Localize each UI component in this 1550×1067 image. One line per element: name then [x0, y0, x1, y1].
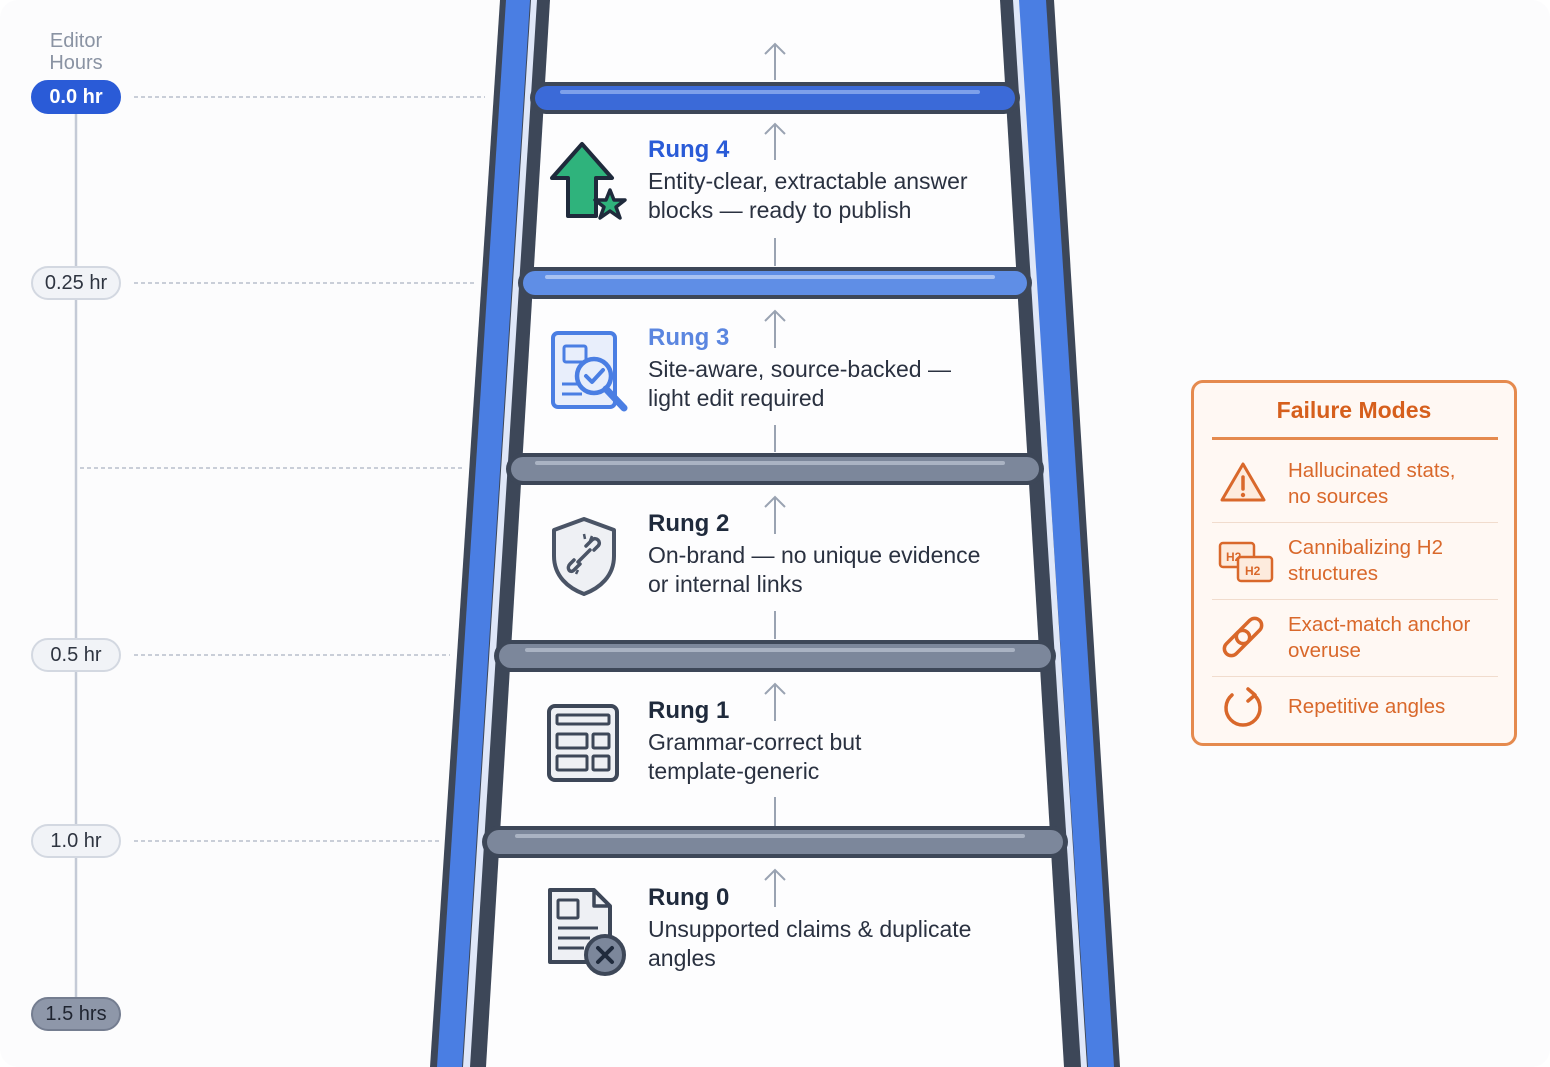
failure-mode-item: Hallucinated stats, no sources: [1212, 446, 1498, 523]
right-rail: [1000, 0, 1120, 1067]
rung-1-desc-line2: template-generic: [648, 758, 820, 784]
failure-modes-divider: [1212, 437, 1498, 440]
hours-tick-15: 1.5 hrs: [31, 997, 121, 1031]
rung-bar-top: [530, 82, 1020, 114]
axis-title-line2: Hours: [49, 52, 103, 74]
rung-1-title: Rung 1: [648, 697, 730, 724]
rung-3: Rung 3 Site-aware, source-backed — light…: [648, 324, 1008, 413]
hours-tick-0: 0.0 hr: [31, 80, 121, 114]
hours-tick-025: 0.25 hr: [31, 266, 121, 300]
rung-1: Rung 1 Grammar-correct but template-gene…: [648, 697, 1008, 786]
failure-modes-panel: Failure Modes Hallucinated stats, no sou…: [1191, 380, 1517, 746]
rung-2-desc-line1: On-brand — no unique evidence: [648, 542, 981, 568]
failure-mode-line1: Hallucinated stats,: [1288, 459, 1456, 482]
right-rail-highlight: [1013, 0, 1087, 1067]
axis-title-line1: Editor: [49, 30, 103, 52]
failure-mode-label: Hallucinated stats, no sources: [1288, 446, 1498, 522]
h2-badge-front: H2: [1245, 564, 1261, 578]
left-rail-highlight: [463, 0, 537, 1067]
left-rail: [430, 0, 550, 1067]
template-layout-icon: [547, 704, 619, 782]
failure-modes-title: Failure Modes: [1276, 397, 1432, 423]
rung-bar-3: [506, 453, 1044, 485]
rung-2: Rung 2 On-brand — no unique evidence or …: [648, 510, 1008, 599]
upward-arrow-star-icon: [550, 142, 627, 220]
rung-4-title: Rung 4: [648, 136, 730, 163]
rung-3-title: Rung 3: [648, 324, 730, 351]
right-rail-blue: [1018, 0, 1114, 1067]
failure-mode-line1: Exact-match anchor: [1288, 613, 1471, 636]
rung-0-desc-line1: Unsupported claims & duplicate: [648, 916, 972, 942]
rung-0-desc-line2: angles: [648, 945, 716, 971]
failure-mode-item: H2 H2 Cannibalizing H2 structures: [1212, 523, 1498, 600]
hours-tick-10: 1.0 hr: [31, 824, 121, 858]
shield-broken-link-icon: [552, 517, 616, 596]
rung-2-title: Rung 2: [648, 510, 730, 537]
warning-triangle-icon: [1220, 462, 1266, 502]
failure-mode-line2: structures: [1288, 562, 1378, 585]
failure-mode-line2: no sources: [1288, 485, 1389, 508]
rung-0-title: Rung 0: [648, 884, 730, 911]
rung-bar-2: [494, 640, 1056, 672]
h2-duplicate-icon: H2 H2: [1218, 541, 1274, 583]
left-rail-blue: [437, 0, 530, 1067]
rung-4-desc-line2: blocks — ready to publish: [648, 197, 912, 223]
document-magnifier-check-icon: [551, 331, 628, 412]
rung-2-desc-line2: or internal links: [648, 571, 803, 597]
rung-bar-4: [518, 267, 1032, 299]
step-arrows: [764, 42, 786, 907]
failure-mode-item: Exact-match anchor overuse: [1212, 600, 1498, 677]
failure-mode-label: Cannibalizing H2 structures: [1288, 523, 1498, 599]
rung-4: Rung 4 Entity-clear, extractable answer …: [648, 136, 1008, 225]
failure-mode-label: Exact-match anchor overuse: [1288, 600, 1498, 676]
rung-3-desc-line2: light edit required: [648, 385, 825, 411]
failure-mode-label: Repetitive angles: [1288, 677, 1498, 737]
rung-bar-1: [482, 826, 1068, 858]
rung-4-desc-line1: Entity-clear, extractable answer: [648, 168, 968, 194]
axis-title: Editor Hours: [26, 30, 126, 74]
failure-mode-line2: overuse: [1288, 639, 1361, 662]
failure-mode-line1: Repetitive angles: [1288, 695, 1446, 718]
rung-1-desc-line1: Grammar-correct but: [648, 729, 862, 755]
document-x-icon: [548, 888, 626, 976]
guide-lines: [80, 96, 485, 842]
circular-arrow-icon: [1224, 687, 1262, 727]
hours-tick-05: 0.5 hr: [31, 638, 121, 672]
chain-link-icon: [1222, 616, 1264, 658]
rung-3-desc-line1: Site-aware, source-backed —: [648, 356, 951, 382]
rung-0: Rung 0 Unsupported claims & duplicate an…: [648, 884, 1008, 973]
failure-mode-item: Repetitive angles: [1212, 677, 1498, 737]
failure-mode-line1: Cannibalizing H2: [1288, 536, 1443, 559]
